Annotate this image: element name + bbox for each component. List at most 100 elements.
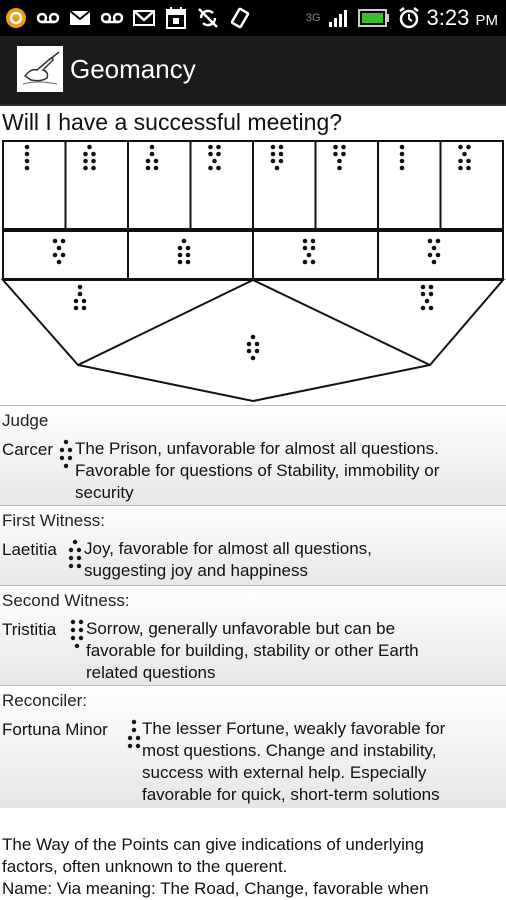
figure-name: Tristitia: [2, 620, 57, 639]
niece-figure: [431, 245, 437, 251]
battery-icon: [357, 6, 391, 30]
niece-figure: [56, 245, 62, 251]
description-line: related questions: [86, 663, 216, 682]
niece-figure: [310, 259, 316, 265]
mother-daughter-figure: [278, 144, 284, 150]
dot: [59, 455, 65, 461]
niece-figure: [302, 259, 308, 265]
mother-daughter-figure: [24, 158, 30, 164]
witness-area: [0, 279, 506, 403]
mother-daughter-figure: [91, 165, 96, 171]
mother-daughter-figure: [153, 165, 159, 171]
mother-daughter-figure: [270, 158, 276, 164]
witness-figure: [428, 284, 434, 290]
niece-box: [377, 230, 504, 280]
niece-figure: [435, 252, 441, 258]
mother-daughter-box: [189, 140, 254, 230]
judge-figure: [250, 355, 256, 361]
mother-daughter-figure: [208, 165, 213, 171]
figure-description: The lesser Fortune, weakly favorable for…: [142, 718, 445, 806]
dot: [70, 635, 76, 641]
figure-dots-icon: [127, 719, 141, 749]
sync-off-icon: [196, 6, 220, 30]
mother-daughter-figure: [208, 144, 213, 150]
mother-daughter-figure: [145, 158, 151, 164]
dot: [68, 563, 74, 569]
description-line: favorable for building, stability or oth…: [86, 641, 419, 660]
mother-daughter-figure: [24, 144, 30, 150]
geomancy-chart-svg: [0, 140, 506, 403]
dot: [127, 735, 133, 741]
mother-daughter-box: [64, 140, 129, 230]
action-bar: Geomancy: [0, 36, 506, 106]
description-line: Sorrow, generally unfavorable but can be: [86, 619, 396, 638]
mother-daughter-figure: [216, 151, 221, 157]
figure-dots-icon: [70, 619, 84, 649]
description-line: favorable for quick, short-term solution…: [142, 785, 440, 804]
dot: [76, 555, 82, 561]
dot: [68, 547, 74, 553]
way-of-points-text: The Way of the Points can give indicatio…: [2, 834, 502, 900]
mother-daughter-box: [127, 140, 192, 230]
mother-daughter-figure: [91, 151, 96, 157]
mother-daughter-figure: [149, 144, 155, 150]
witness-figure: [428, 305, 434, 311]
mother-daughter-figure: [278, 158, 284, 164]
dot: [135, 743, 141, 749]
mother-daughter-figure: [91, 158, 96, 164]
dot: [70, 619, 76, 625]
mother-daughter-figure: [274, 165, 280, 171]
witness-figure: [424, 298, 430, 304]
screen-rotate-icon: [228, 6, 252, 30]
mother-daughter-figure: [333, 144, 338, 150]
niece-figure: [302, 245, 308, 251]
network-3g-icon: 3G: [306, 6, 321, 30]
section-label: Second Witness:: [2, 591, 130, 610]
description-line: Joy, favorable for almost all questions,: [84, 539, 372, 558]
niece-figure: [52, 238, 58, 244]
dot: [70, 627, 76, 633]
app-notification-icon: [4, 6, 28, 30]
niece-figure: [177, 252, 183, 258]
mother-daughter-box: [377, 140, 442, 230]
niece-box: [127, 230, 254, 280]
footer-line: factors, often unknown to the querent.: [2, 857, 288, 876]
niece-figure: [427, 252, 433, 258]
niece-figure: [427, 238, 433, 244]
mother-daughter-figure: [87, 144, 92, 150]
figure-description: Joy, favorable for almost all questions,…: [84, 538, 372, 582]
witness-figure: [81, 298, 87, 304]
dot: [76, 563, 82, 569]
mother-daughter-figure: [458, 144, 463, 150]
app-logo-hand-icon[interactable]: [17, 46, 63, 92]
mother-daughter-figure: [24, 151, 30, 157]
mother-daughter-figure: [270, 144, 276, 150]
mother-daughter-figure: [466, 158, 471, 164]
figure-name: Carcer: [2, 440, 54, 459]
mother-daughter-figure: [462, 151, 467, 157]
figure-dots-icon: [59, 439, 73, 469]
niece-figure: [177, 259, 183, 265]
mother-daughter-figure: [270, 151, 276, 157]
mother-daughter-figure: [153, 158, 159, 164]
mother-daughter-figure: [399, 144, 405, 150]
clock: 3:23 PM: [427, 5, 498, 31]
clock-time: 3:23: [426, 5, 470, 30]
dot: [127, 743, 133, 749]
judge-area: [77, 278, 431, 366]
mother-daughter-figure: [212, 158, 217, 164]
section-label: Judge: [2, 411, 49, 430]
niece-figure: [435, 238, 441, 244]
mother-daughter-figure: [216, 165, 221, 171]
mother-daughter-figure: [399, 165, 405, 171]
mother-daughter-figure: [83, 158, 88, 164]
mother-daughter-figure: [399, 158, 405, 164]
dot: [67, 447, 73, 453]
judge-figure: [246, 341, 252, 347]
witness-figure: [73, 298, 79, 304]
description-line: security: [75, 483, 134, 502]
status-bar: 3G 3:23 PM: [0, 0, 506, 36]
dot: [131, 719, 137, 725]
figure-description: Sorrow, generally unfavorable but can be…: [86, 618, 419, 684]
mother-daughter-figure: [24, 165, 30, 171]
